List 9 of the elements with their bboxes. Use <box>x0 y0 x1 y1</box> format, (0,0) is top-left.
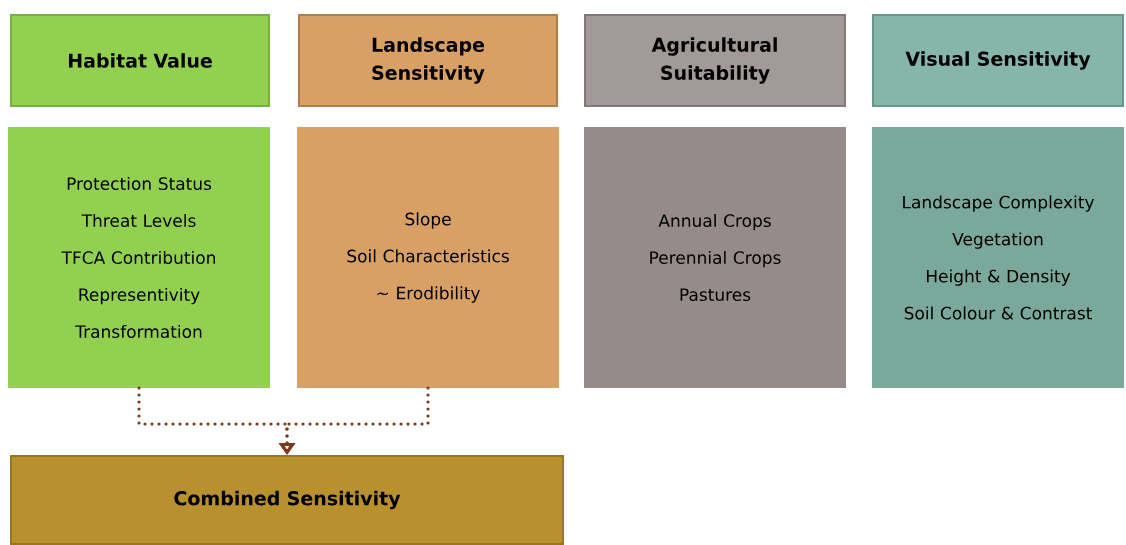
criteria-box: Annual Crops Perennial Crops Pastures <box>584 127 846 388</box>
criteria-box: Protection Status Threat Levels TFCA Contribution Representivity Transformation <box>8 127 270 388</box>
heading-box: Visual Sensitivity <box>872 14 1124 107</box>
heading-box: Habitat Value <box>10 14 270 107</box>
heading-box: Landscape Sensitivity <box>298 14 558 107</box>
heading-box: Combined Sensitivity <box>10 455 564 545</box>
criteria-box: Landscape Complexity Vegetation Height & Density Soil Colour & Contrast <box>872 127 1124 388</box>
heading-box: Agricultural Suitability <box>584 14 846 107</box>
criteria-box: Slope Soil Characteristics ~ Erodibility <box>297 127 559 388</box>
